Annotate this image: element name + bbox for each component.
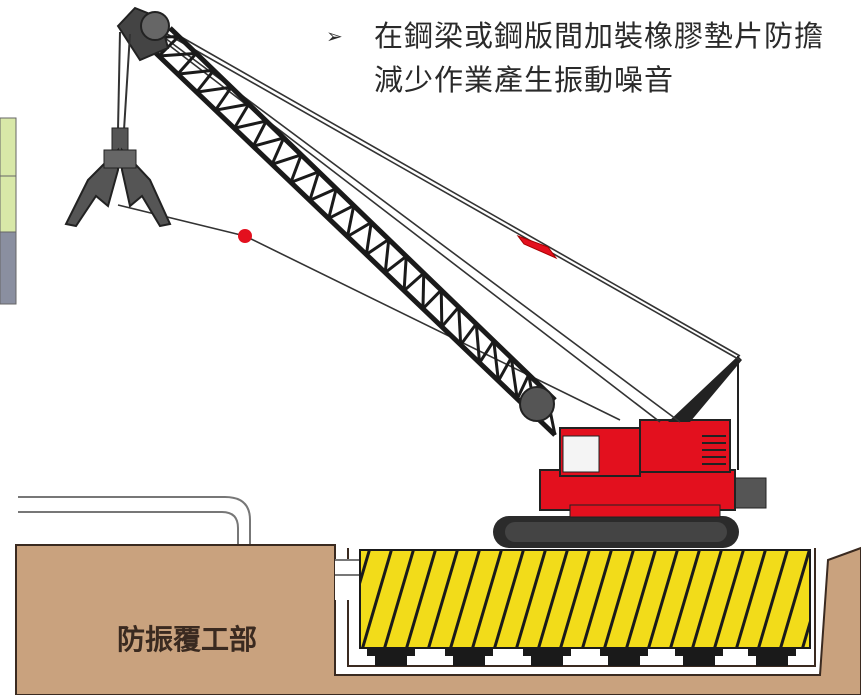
- deck-hatch-line: [757, 550, 789, 648]
- deck-hatch-line: [713, 550, 745, 648]
- boom-pivot: [519, 386, 555, 422]
- deck-hatch-line: [779, 550, 810, 648]
- deck-hatch-line: [405, 550, 437, 648]
- deck-hatch-line: [360, 550, 371, 588]
- boom-lattice-brace: [196, 85, 232, 94]
- boom-lattice-brace: [497, 356, 513, 382]
- deck-hatch-line: [515, 550, 547, 648]
- boom-lattice-brace: [289, 154, 303, 183]
- deck-hatch-line: [691, 550, 723, 648]
- rubber-pads: [367, 648, 796, 666]
- boom-lattice-brace: [214, 86, 233, 112]
- pit-floor: [347, 548, 816, 667]
- deck-hatch-line: [603, 550, 635, 648]
- rear-mast: [668, 356, 742, 422]
- crawler-track: [493, 516, 739, 548]
- deck-hatch-line: [383, 550, 415, 648]
- boom-tip: [116, 6, 170, 62]
- boom-lattice-brace: [492, 340, 500, 382]
- deck-hatch-line: [581, 550, 613, 648]
- boom-lattice-brace: [195, 69, 215, 94]
- boom-lattice-brace: [440, 306, 460, 328]
- deck-hatch-line: [361, 550, 393, 648]
- boom-lattice-brace: [252, 136, 285, 148]
- deck-hatch-line: [669, 550, 701, 648]
- boom-lattice-brace: [403, 272, 425, 292]
- boom-lattice-brace: [251, 120, 268, 147]
- deck-hatch-line: [625, 550, 657, 648]
- deck-hatch-line: [449, 550, 481, 648]
- rubber-pad: [675, 648, 723, 666]
- deck-hatch-line: [647, 550, 679, 648]
- boom-lattice-brace: [215, 102, 250, 112]
- cable-marker-ball: [238, 229, 252, 243]
- boom-lattice-brace: [346, 205, 356, 237]
- steel-deck: [359, 549, 811, 649]
- note-line-1-text: 在鋼梁或鋼版間加裝橡膠墊片防擔: [374, 19, 825, 53]
- deck-hatch-line: [427, 550, 459, 648]
- note-text: ➢ 在鋼梁或鋼版間加裝橡膠墊片防擔 減少作業產生振動噪音: [326, 14, 824, 102]
- boom-lattice-brace: [158, 51, 197, 58]
- boom-lattice-brace: [515, 373, 531, 400]
- side-panel: [0, 117, 17, 305]
- boom-lattice-brace: [233, 103, 251, 129]
- boom-lattice-brace: [478, 340, 496, 364]
- boom-lattice-brace: [290, 170, 320, 184]
- rubber-pad: [748, 648, 796, 666]
- deck-hatch-line: [471, 550, 503, 648]
- note-line-1: ➢ 在鋼梁或鋼版間加裝橡膠墊片防擔: [326, 14, 824, 58]
- boom-lattice-brace: [271, 153, 302, 166]
- grab-bucket: [64, 31, 172, 228]
- boom-lattice-brace: [421, 289, 443, 310]
- boom-lattice-brace: [421, 273, 426, 309]
- boom-lattice-brace: [233, 119, 267, 130]
- rubber-pad: [600, 648, 648, 666]
- note-line-2: 減少作業產生振動噪音: [374, 63, 675, 97]
- bullet-arrow-icon: ➢: [326, 24, 344, 48]
- deck-hatch-line: [735, 550, 767, 648]
- deck-hatch-line: [801, 617, 810, 648]
- boom-lattice-brace: [176, 52, 198, 76]
- boom-lattice-brace: [383, 239, 391, 273]
- vent-grille: [702, 435, 726, 465]
- rubber-pad: [523, 648, 571, 666]
- deck-hatch-line: [559, 550, 591, 648]
- boom-lattice-brace: [327, 188, 338, 219]
- boom-lattice-brace: [402, 256, 408, 291]
- cab-window: [562, 435, 600, 473]
- rubber-pad: [445, 648, 493, 666]
- ground-label: 防振覆工部: [117, 623, 258, 656]
- deck-hatch-line: [537, 550, 569, 648]
- deck-hatch-line: [493, 550, 525, 648]
- pipe: [18, 496, 251, 545]
- boom-lattice-brace: [309, 187, 337, 202]
- boom-lattice-brace: [270, 137, 286, 165]
- boom-lattice-brace: [365, 238, 390, 256]
- boom-lattice-brace: [439, 290, 444, 327]
- rubber-pad: [367, 648, 415, 666]
- boom-lattice-brace: [457, 306, 463, 345]
- cable-marker-weight: [516, 234, 558, 260]
- crane-body: [539, 419, 736, 518]
- boom-lattice-brace: [474, 323, 482, 363]
- boom-lattice-brace: [364, 222, 373, 255]
- boom-lattice-brace: [459, 323, 478, 346]
- boom-lattice-brace: [346, 221, 373, 238]
- lattice-boom: [138, 26, 557, 437]
- boom-lattice-brace: [157, 35, 180, 58]
- boom-lattice-brace: [177, 68, 214, 76]
- boom-lattice-brace: [384, 255, 408, 274]
- boom-lattice-brace: [509, 357, 519, 400]
- boom-lattice-brace: [308, 171, 321, 201]
- boom-lattice-brace: [327, 204, 355, 220]
